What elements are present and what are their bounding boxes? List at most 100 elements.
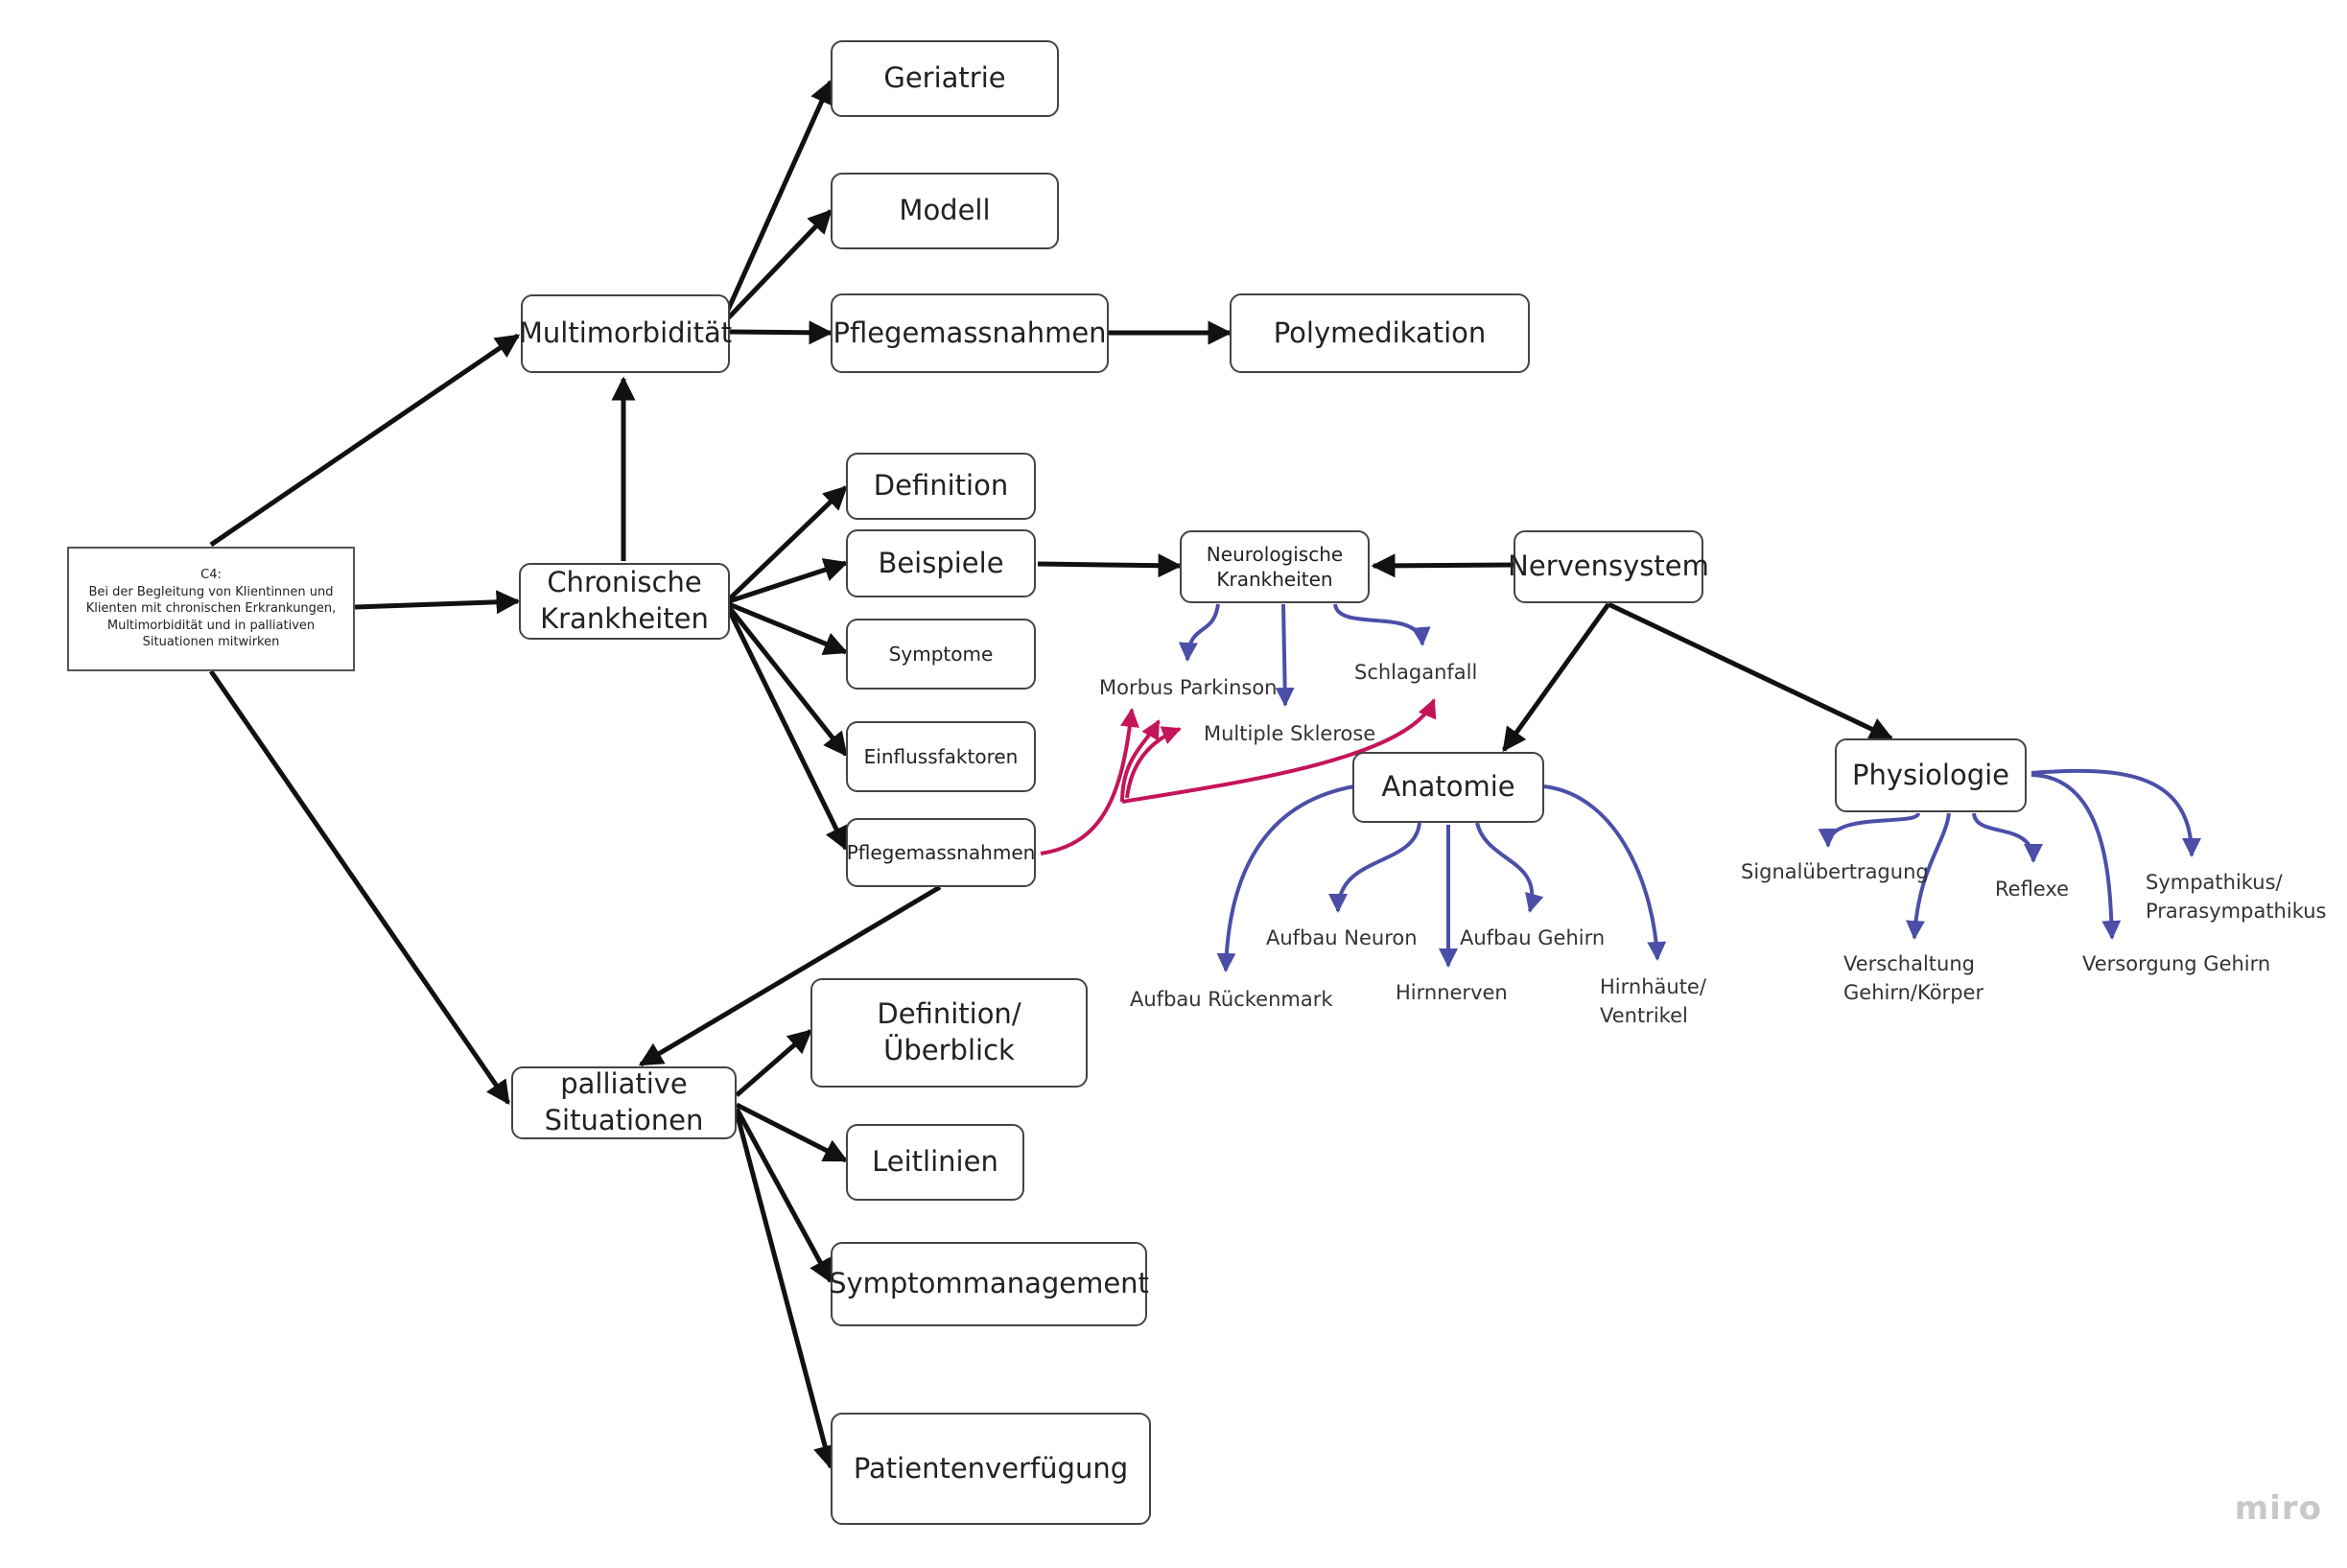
root-node-c4[interactable]: C4: Bei der Begleitung von Klientinnen u…	[67, 547, 355, 671]
node-palliative-line1: palliative	[560, 1067, 688, 1101]
node-anatomie-label: Anatomie	[1381, 770, 1515, 804]
node-definition-ueberblick[interactable]: Definition/ Überblick	[810, 978, 1088, 1088]
node-chronische-line1: Chronische	[547, 566, 702, 599]
root-title: C4:	[200, 568, 222, 583]
edge-ck-symptome	[728, 601, 849, 656]
node-modell[interactable]: Modell	[831, 173, 1059, 249]
label-hirnnerven: Hirnnerven	[1396, 981, 1508, 1004]
edge-ck-einflussfaktoren	[727, 605, 848, 757]
edge-neuro-ms	[1275, 603, 1295, 707]
node-modell-label: Modell	[899, 194, 991, 227]
label-multiple-sklerose: Multiple Sklerose	[1204, 722, 1376, 745]
node-pflegemassnahmen-ck-label: Pflegemassnahmen	[846, 841, 1036, 864]
label-aufbau-neuron: Aufbau Neuron	[1266, 926, 1418, 949]
edge-neuro-schlaganfall	[1333, 603, 1431, 646]
edge-ck-pflege	[726, 608, 849, 852]
label-schlaganfall: Schlaganfall	[1354, 661, 1478, 684]
edge-pall-definition	[735, 1029, 812, 1097]
node-einflussfaktoren[interactable]: Einflussfaktoren	[846, 721, 1036, 792]
edge-pall-symptommanagement	[734, 1107, 833, 1284]
edge-anatomie-hirnhaeute	[1543, 784, 1667, 961]
node-definition-ueberblick-line2: Überblick	[883, 1034, 1015, 1066]
edge-beispiele-neuro	[1037, 553, 1183, 578]
node-polymedikation[interactable]: Polymedikation	[1230, 293, 1530, 373]
label-hirnhaeute-line1: Hirnhäute/	[1600, 975, 1706, 998]
label-morbus-parkinson: Morbus Parkinson	[1099, 676, 1278, 699]
node-multimorbiditaet-label: Multimorbidität	[518, 316, 733, 350]
label-verschaltung-line1: Verschaltung	[1843, 952, 1975, 975]
node-geriatrie[interactable]: Geriatrie	[831, 40, 1059, 117]
node-beispiele-label: Beispiele	[878, 546, 1004, 579]
node-chronische-krankheiten[interactable]: Chronische Krankheiten	[519, 563, 730, 640]
node-leitlinien[interactable]: Leitlinien	[846, 1124, 1024, 1201]
node-definition[interactable]: Definition	[846, 453, 1036, 520]
edge-nerven-anatomie	[1501, 602, 1611, 753]
edge-pall-leitlinien	[735, 1102, 849, 1163]
edge-pflege-ms2	[1120, 719, 1161, 803]
edge-pall-patientenverfuegung	[734, 1112, 837, 1470]
node-palliative-line2: Situationen	[544, 1104, 704, 1136]
node-chronische-line2: Krankheiten	[540, 602, 709, 635]
edge-neuro-parkinson	[1178, 603, 1220, 662]
edge-phys-signal	[1818, 812, 1920, 848]
node-geriatrie-label: Geriatrie	[883, 61, 1006, 95]
node-neuro-line1: Neurologische	[1206, 543, 1344, 566]
node-nervensystem[interactable]: Nervensystem	[1508, 530, 1709, 603]
edge-pflege-schlaganfall	[1121, 698, 1437, 804]
label-signaluebertragung: Signalübertragung	[1741, 860, 1929, 883]
edge-ck-beispiele	[728, 558, 849, 604]
node-symptome[interactable]: Symptome	[846, 619, 1036, 690]
edge-mm-geriatrie	[722, 79, 833, 318]
node-definition-label: Definition	[873, 469, 1009, 503]
edge-phys-verschaltung	[1906, 812, 1951, 940]
node-polymedikation-label: Polymedikation	[1273, 316, 1487, 349]
edge-anatomie-gehirn	[1475, 822, 1544, 913]
edge-pflege-parkinson	[1040, 708, 1139, 855]
label-hirnhaeute-line2: Ventrikel	[1600, 1004, 1688, 1028]
miro-logo: miro	[2234, 1489, 2322, 1528]
node-definition-ueberblick-line1: Definition/	[877, 997, 1021, 1031]
node-pflegemassnahmen-mm-label: Pflegemassnahmen	[833, 316, 1107, 349]
edge-root-palliative	[208, 669, 511, 1106]
node-symptommanagement[interactable]: Symptommanagement	[829, 1242, 1149, 1326]
node-symptome-label: Symptome	[888, 643, 994, 666]
label-sympathikus: Sympathikus/ Prarasympathikus	[2146, 868, 2326, 926]
edge-phys-sympathikus	[2030, 768, 2201, 857]
edge-mm-modell	[723, 209, 833, 323]
node-palliative-situationen[interactable]: palliative Situationen	[511, 1066, 737, 1139]
label-reflexe: Reflexe	[1995, 878, 2070, 901]
node-symptommanagement-label: Symptommanagement	[829, 1267, 1149, 1300]
edge-pflege-ms	[1125, 726, 1182, 799]
node-leitlinien-label: Leitlinien	[872, 1145, 998, 1179]
node-patientenverfuegung-label: Patientenverfügung	[853, 1451, 1129, 1485]
edge-anatomie-rueckenmark	[1216, 784, 1355, 972]
label-hirnhaeute: Hirnhäute/ Ventrikel	[1600, 972, 1706, 1031]
edge-root-chronische	[354, 590, 521, 615]
node-pflegemassnahmen-mm[interactable]: Pflegemassnahmen	[831, 293, 1109, 373]
edge-phys-versorgung	[2030, 773, 2122, 940]
label-aufbau-rueckenmark: Aufbau Rückenmark	[1130, 988, 1333, 1011]
node-patientenverfuegung[interactable]: Patientenverfügung	[831, 1413, 1151, 1525]
edge-mm-pflege	[724, 320, 833, 345]
node-beispiele[interactable]: Beispiele	[846, 529, 1036, 597]
node-anatomie[interactable]: Anatomie	[1352, 752, 1544, 823]
node-physiologie[interactable]: Physiologie	[1835, 738, 2027, 812]
label-versorgung-gehirn: Versorgung Gehirn	[2082, 952, 2271, 975]
root-text: Bei der Begleitung von Klientinnen und K…	[85, 584, 337, 650]
node-multimorbiditaet[interactable]: Multimorbidität	[518, 294, 733, 373]
label-aufbau-gehirn: Aufbau Gehirn	[1460, 926, 1606, 949]
label-sympathikus-line2: Prarasympathikus	[2146, 900, 2327, 924]
node-neuro-line2: Krankheiten	[1216, 568, 1333, 591]
node-neurologische-krankheiten[interactable]: Neurologische Krankheiten	[1180, 530, 1370, 603]
label-sympathikus-line1: Sympathikus/	[2146, 871, 2283, 894]
node-nervensystem-label: Nervensystem	[1508, 550, 1709, 583]
edge-phys-reflexe	[1972, 812, 2043, 863]
node-pflegemassnahmen-ck[interactable]: Pflegemassnahmen	[846, 818, 1036, 887]
label-verschaltung: Verschaltung Gehirn/Körper	[1843, 949, 1983, 1008]
edge-pflegeck-palliative	[638, 884, 942, 1067]
node-einflussfaktoren-label: Einflussfaktoren	[863, 745, 1019, 768]
edge-root-multimorbiditaet	[209, 333, 521, 548]
edge-ck-definition	[727, 485, 848, 601]
edge-nerven-neuro	[1371, 553, 1514, 578]
